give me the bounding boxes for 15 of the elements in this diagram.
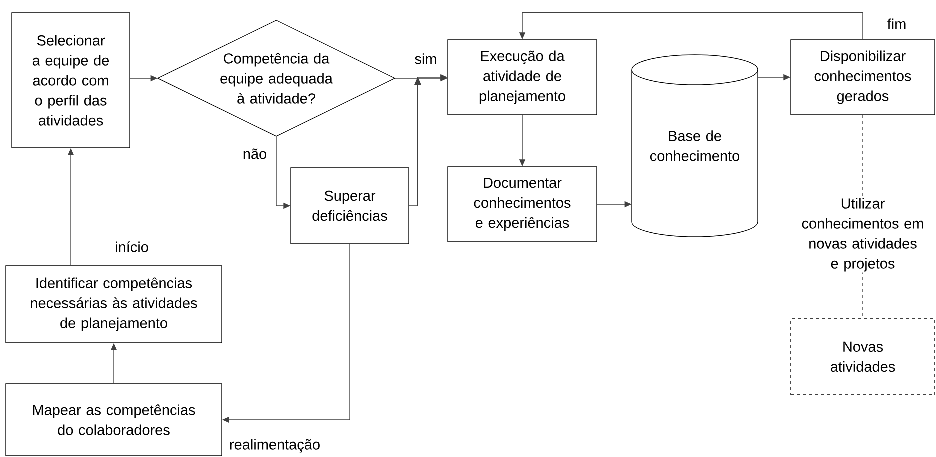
process-box: Mapear as competências do colaboradores (6, 384, 222, 456)
edge-label: realimentação (230, 439, 320, 453)
process-box: Execução da atividade de planejamento (448, 40, 598, 116)
edge-label: não (244, 148, 266, 160)
process-box: Superar deficiências (290, 168, 410, 244)
edge-label: Utilizar conhecimentos em novas atividades e projetos (802, 198, 924, 272)
database-cylinder: Base de conhecimento (632, 54, 758, 238)
process-box: Identificar competências necessárias às atividades de planejamento (6, 266, 222, 344)
process-box: Disponibilizar conhecimentos gerados (790, 40, 936, 116)
process-box: Documentar conhecimentos e experiências (448, 166, 598, 242)
edge-label: início (116, 242, 148, 252)
dashed-box: Novas atividades (790, 318, 936, 396)
edge-label: fim (888, 18, 906, 30)
process-box: Selecionar a equipe de acordo com o perfil das atividades (12, 12, 130, 148)
edge-label: sim (415, 54, 436, 64)
